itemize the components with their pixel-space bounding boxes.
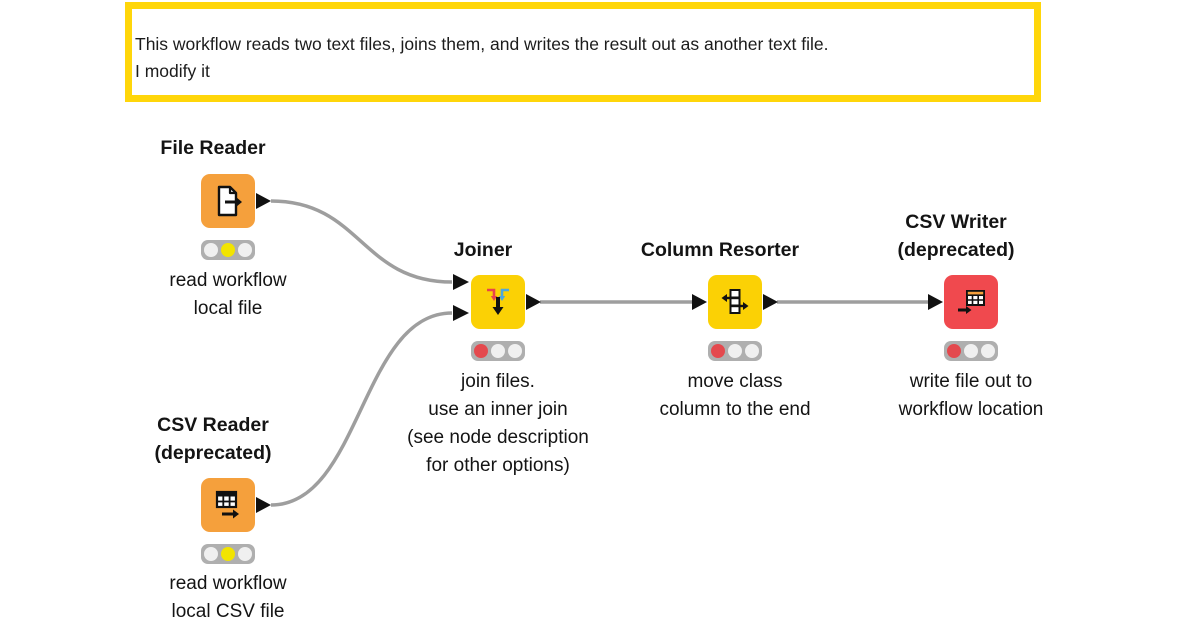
status-light-yellow — [491, 344, 505, 358]
joiner-traffic-light — [471, 341, 525, 361]
status-light-green — [508, 344, 522, 358]
column-resorter-title: Column Resorter — [640, 239, 800, 261]
csv-writer-title: CSV Writer (deprecated) — [897, 211, 1015, 261]
status-light-red — [204, 547, 218, 561]
node-csv-writer[interactable] — [944, 275, 998, 329]
csv-writer-input-port-icon[interactable] — [928, 294, 943, 310]
node-file-reader[interactable] — [201, 174, 255, 228]
node-joiner[interactable] — [471, 275, 525, 329]
node-column-resorter[interactable] — [708, 275, 762, 329]
joiner-icon — [487, 288, 509, 315]
node-csv-reader[interactable] — [201, 478, 255, 532]
csv-writer-icon — [958, 290, 985, 314]
status-light-yellow — [221, 243, 235, 257]
joiner-title: Joiner — [453, 239, 513, 261]
file-reader-output-port-icon[interactable] — [256, 193, 271, 209]
workflow-annotation[interactable]: This workflow reads two text files, join… — [125, 2, 1041, 102]
status-light-green — [745, 344, 759, 358]
file-reader-title: File Reader — [160, 137, 266, 159]
status-light-green — [238, 243, 252, 257]
file-reader-description: read workflow local file — [169, 270, 287, 319]
status-light-yellow — [964, 344, 978, 358]
column-resorter-traffic-light — [708, 341, 762, 361]
column-resorter-icon — [721, 289, 749, 314]
status-light-red — [204, 243, 218, 257]
csv-reader-traffic-light — [201, 544, 255, 564]
connection-csv-reader-to-joiner[interactable] — [270, 311, 453, 507]
column-resorter-output-port-icon[interactable] — [763, 294, 778, 310]
csv-writer-description: write file out to workflow location — [898, 371, 1044, 420]
status-light-yellow — [728, 344, 742, 358]
status-light-red — [711, 344, 725, 358]
file-reader-traffic-light — [201, 240, 255, 260]
joiner-input-port-bottom-icon[interactable] — [453, 305, 469, 321]
status-light-red — [947, 344, 961, 358]
joiner-output-port-icon[interactable] — [526, 294, 541, 310]
file-reader-icon — [217, 185, 242, 217]
status-light-green — [238, 547, 252, 561]
annotation-text-line2: I modify it — [135, 61, 210, 81]
column-resorter-description: move class column to the end — [659, 371, 811, 420]
csv-reader-icon — [215, 490, 239, 519]
csv-reader-description: read workflow local CSV file — [169, 573, 287, 622]
connection-file-reader-to-joiner[interactable] — [270, 199, 453, 284]
status-light-green — [981, 344, 995, 358]
annotation-text-line1: This workflow reads two text files, join… — [135, 34, 829, 54]
status-light-yellow — [221, 547, 235, 561]
csv-reader-output-port-icon[interactable] — [256, 497, 271, 513]
column-resorter-input-port-icon[interactable] — [692, 294, 707, 310]
csv-writer-traffic-light — [944, 341, 998, 361]
joiner-input-port-top-icon[interactable] — [453, 274, 469, 290]
joiner-description: join files. use an inner join (see node … — [407, 371, 589, 476]
csv-reader-title: CSV Reader (deprecated) — [154, 414, 272, 464]
status-light-red — [474, 344, 488, 358]
